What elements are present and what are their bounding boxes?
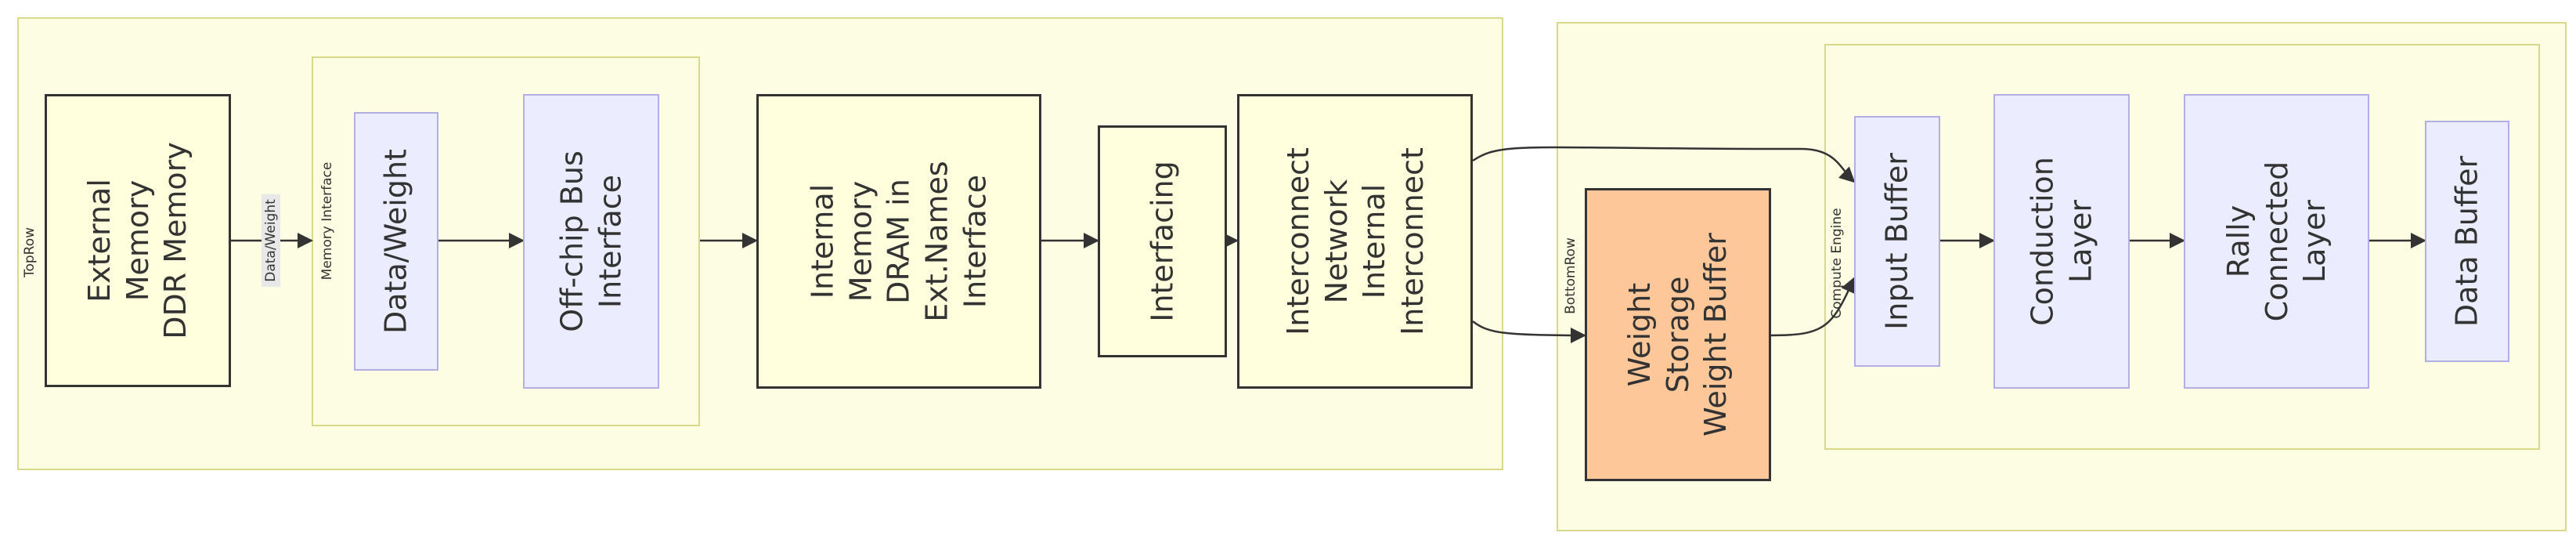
off-chip-bus-line-1: Off-chip Bus — [554, 150, 590, 332]
edge-interconnect-to-input-buffer — [1472, 146, 1856, 183]
conduction-layer-line-2: Layer — [2063, 200, 2098, 283]
node-rally-connected-layer: Rally Connected Layer — [2184, 94, 2369, 389]
interconnect-line-3: Internal — [1356, 183, 1391, 299]
edge-label-data-weight: Data/Weight — [262, 194, 280, 287]
internal-memory-line-5: Interface — [957, 174, 992, 309]
node-external-memory: External Memory DDR Memory — [45, 94, 231, 387]
weight-storage-line-1: Weight — [1622, 282, 1658, 387]
input-buffer-line-1: Input Buffer — [1879, 153, 1914, 330]
external-memory-line-3: DDR Memory — [158, 142, 193, 339]
node-weight-storage: Weight Storage Weight Buffer — [1585, 188, 1771, 481]
rally-connected-line-2: Connected — [2259, 161, 2294, 322]
internal-memory-line-3: DRAM in — [881, 179, 916, 304]
data-buffer-line-1: Data Buffer — [2449, 155, 2484, 328]
node-conduction-layer: Conduction Layer — [1993, 94, 2130, 389]
node-off-chip-bus: Off-chip Bus Interface — [523, 94, 659, 389]
node-interfacing: Interfacing — [1098, 125, 1227, 357]
interconnect-line-2: Network — [1318, 179, 1353, 304]
internal-memory-line-1: Internal — [805, 183, 840, 299]
rally-connected-line-3: Layer — [2296, 200, 2332, 283]
internal-memory-line-4: Ext.Names — [919, 161, 954, 322]
node-input-buffer: Input Buffer — [1854, 116, 1940, 367]
external-memory-line-2: Memory — [120, 179, 155, 302]
interconnect-line-4: Interconnect — [1394, 147, 1430, 335]
interfacing-line-1: Interfacing — [1145, 161, 1180, 322]
off-chip-bus-line-2: Interface — [593, 174, 627, 309]
rally-connected-line-1: Rally — [2221, 205, 2256, 278]
external-memory-line-1: External — [82, 179, 117, 302]
node-interconnect: Interconnect Network Internal Interconne… — [1237, 94, 1473, 389]
edge-weight-storage-to-input-buffer — [1770, 277, 1856, 337]
weight-storage-line-2: Storage — [1660, 276, 1695, 393]
interconnect-line-1: Interconnect — [1280, 147, 1315, 335]
node-data-buffer: Data Buffer — [2425, 121, 2509, 362]
data-weight-line-1: Data/Weight — [378, 149, 413, 334]
node-data-weight: Data/Weight — [354, 112, 438, 371]
node-internal-memory: Internal Memory DRAM in Ext.Names Interf… — [756, 94, 1041, 389]
edge-interconnect-to-weight-storage — [1472, 321, 1586, 343]
internal-memory-line-2: Memory — [843, 180, 879, 302]
conduction-layer-line-1: Conduction — [2025, 157, 2060, 326]
weight-storage-line-3: Weight Buffer — [1698, 233, 1734, 437]
